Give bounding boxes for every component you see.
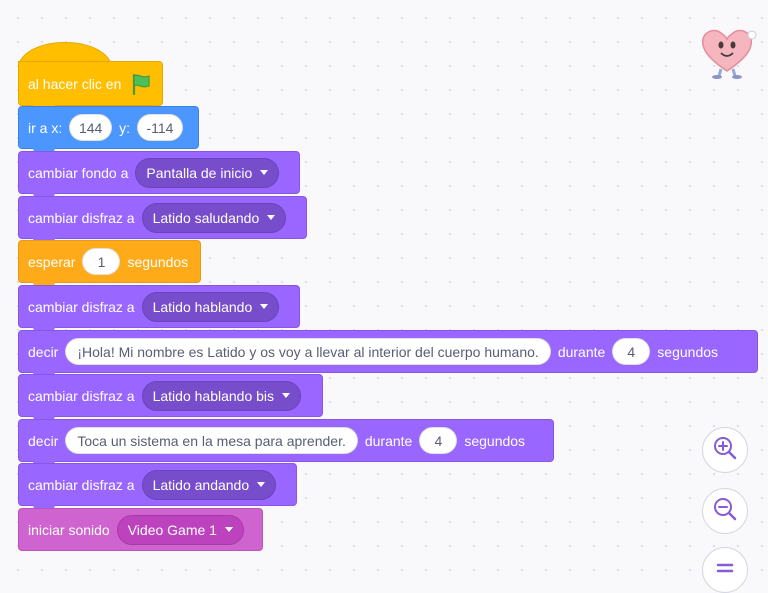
sound-dropdown[interactable]: Video Game 1 — [116, 514, 244, 545]
backdrop-dropdown[interactable]: Pantalla de inicio — [135, 157, 280, 188]
switch-costume-block[interactable]: cambiar disfraz a Latido saludando — [18, 196, 307, 243]
block-label: esperar — [28, 253, 76, 270]
costume-dropdown[interactable]: Latido andando — [141, 469, 277, 500]
during-label: durante — [364, 432, 413, 449]
say-seconds-input[interactable]: 4 — [612, 338, 651, 365]
switch-costume-block[interactable]: cambiar disfraz a Latido andando — [18, 463, 297, 510]
x-input[interactable]: 144 — [69, 114, 113, 141]
heart-sprite-icon — [697, 23, 757, 84]
costume-dropdown[interactable]: Latido hablando — [141, 291, 280, 322]
y-label: y: — [119, 119, 130, 136]
wait-seconds-input[interactable]: 1 — [82, 248, 121, 275]
dropdown-value: Video Game 1 — [127, 521, 217, 538]
y-input[interactable]: -114 — [136, 114, 183, 141]
zoom-reset-icon — [712, 555, 738, 586]
switch-costume-block[interactable]: cambiar disfraz a Latido hablando bis — [18, 374, 323, 421]
during-label: durante — [557, 343, 606, 360]
dropdown-value: Latido hablando — [152, 298, 253, 315]
block-label: cambiar fondo a — [28, 164, 129, 181]
zoom-out-icon — [712, 496, 738, 527]
block-label: cambiar disfraz a — [28, 387, 135, 404]
dropdown-value: Latido hablando bis — [152, 387, 275, 404]
seconds-label: segundos — [464, 432, 526, 449]
caret-down-icon — [260, 170, 269, 175]
caret-down-icon — [267, 215, 276, 220]
block-label: cambiar disfraz a — [28, 298, 135, 315]
message-input[interactable]: ¡Hola! Mi nombre es Latido y os voy a ll… — [65, 338, 551, 365]
green-flag-icon — [130, 73, 152, 95]
zoom-reset-button[interactable] — [702, 547, 748, 593]
costume-dropdown[interactable]: Latido hablando bis — [141, 380, 302, 411]
dropdown-value: Pantalla de inicio — [146, 164, 253, 181]
switch-costume-block[interactable]: cambiar disfraz a Latido hablando — [18, 285, 300, 332]
block-label: al hacer clic en — [28, 75, 122, 92]
start-sound-block[interactable]: iniciar sonido Video Game 1 — [18, 508, 263, 551]
caret-down-icon — [260, 304, 269, 309]
costume-dropdown[interactable]: Latido saludando — [141, 202, 287, 233]
wait-block[interactable]: esperar 1 segundos — [18, 240, 201, 287]
message-input[interactable]: Toca un sistema en la mesa para aprender… — [65, 427, 358, 454]
block-label: iniciar sonido — [28, 521, 110, 538]
block-label: ir a x: — [28, 119, 63, 136]
dropdown-value: Latido andando — [152, 476, 250, 493]
caret-down-icon — [257, 482, 266, 487]
block-label: decir — [28, 343, 59, 360]
zoom-in-button[interactable] — [702, 427, 748, 473]
seconds-label: segundos — [657, 343, 719, 360]
block-label: cambiar disfraz a — [28, 476, 135, 493]
when-flag-clicked-block[interactable]: al hacer clic en — [18, 61, 163, 110]
zoom-out-button[interactable] — [702, 488, 748, 534]
zoom-in-icon — [712, 435, 738, 466]
say-seconds-input[interactable]: 4 — [419, 427, 458, 454]
say-for-secs-block[interactable]: decir Toca un sistema en la mesa para ap… — [18, 419, 554, 466]
go-to-xy-block[interactable]: ir a x: 144 y: -114 — [18, 106, 199, 153]
block-label: decir — [28, 432, 59, 449]
block-label: cambiar disfraz a — [28, 209, 135, 226]
seconds-label: segundos — [127, 253, 189, 270]
caret-down-icon — [282, 393, 291, 398]
caret-down-icon — [224, 527, 233, 532]
switch-backdrop-block[interactable]: cambiar fondo a Pantalla de inicio — [18, 151, 300, 198]
dropdown-value: Latido saludando — [152, 209, 260, 226]
say-for-secs-block[interactable]: decir ¡Hola! Mi nombre es Latido y os vo… — [18, 330, 758, 377]
